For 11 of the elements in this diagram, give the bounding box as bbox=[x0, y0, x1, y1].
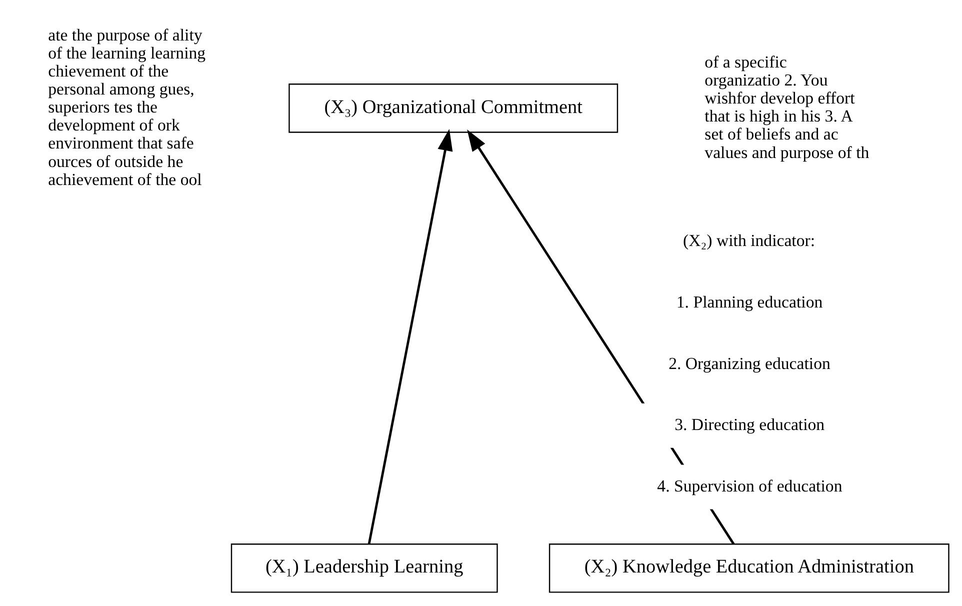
label: 4. Supervision of education bbox=[657, 476, 842, 496]
label: ate the purpose of ality of the learning learning chievement of the personal among gues, superiors tes the development of ork environment that safe ources of outside he achievement of the ool bbox=[48, 26, 206, 189]
label: (X₂) with indicator: bbox=[683, 231, 816, 250]
label: 1. Planning education bbox=[676, 292, 823, 312]
label: 2. Organizing education bbox=[668, 354, 830, 373]
node-box: (X₃) Organizational Commitment bbox=[288, 84, 618, 133]
label: 3. Directing education bbox=[674, 415, 825, 434]
arrow bbox=[368, 129, 453, 544]
node-box: (X₁) Leadership Learning bbox=[230, 544, 498, 593]
label: of a specific organizatio 2. You wishfor develop effort that is high in his 3. A set of beliefs and ac values and purpose of th bbox=[704, 52, 870, 162]
node-box: (X₂) Knowledge Education Administration bbox=[548, 544, 950, 593]
